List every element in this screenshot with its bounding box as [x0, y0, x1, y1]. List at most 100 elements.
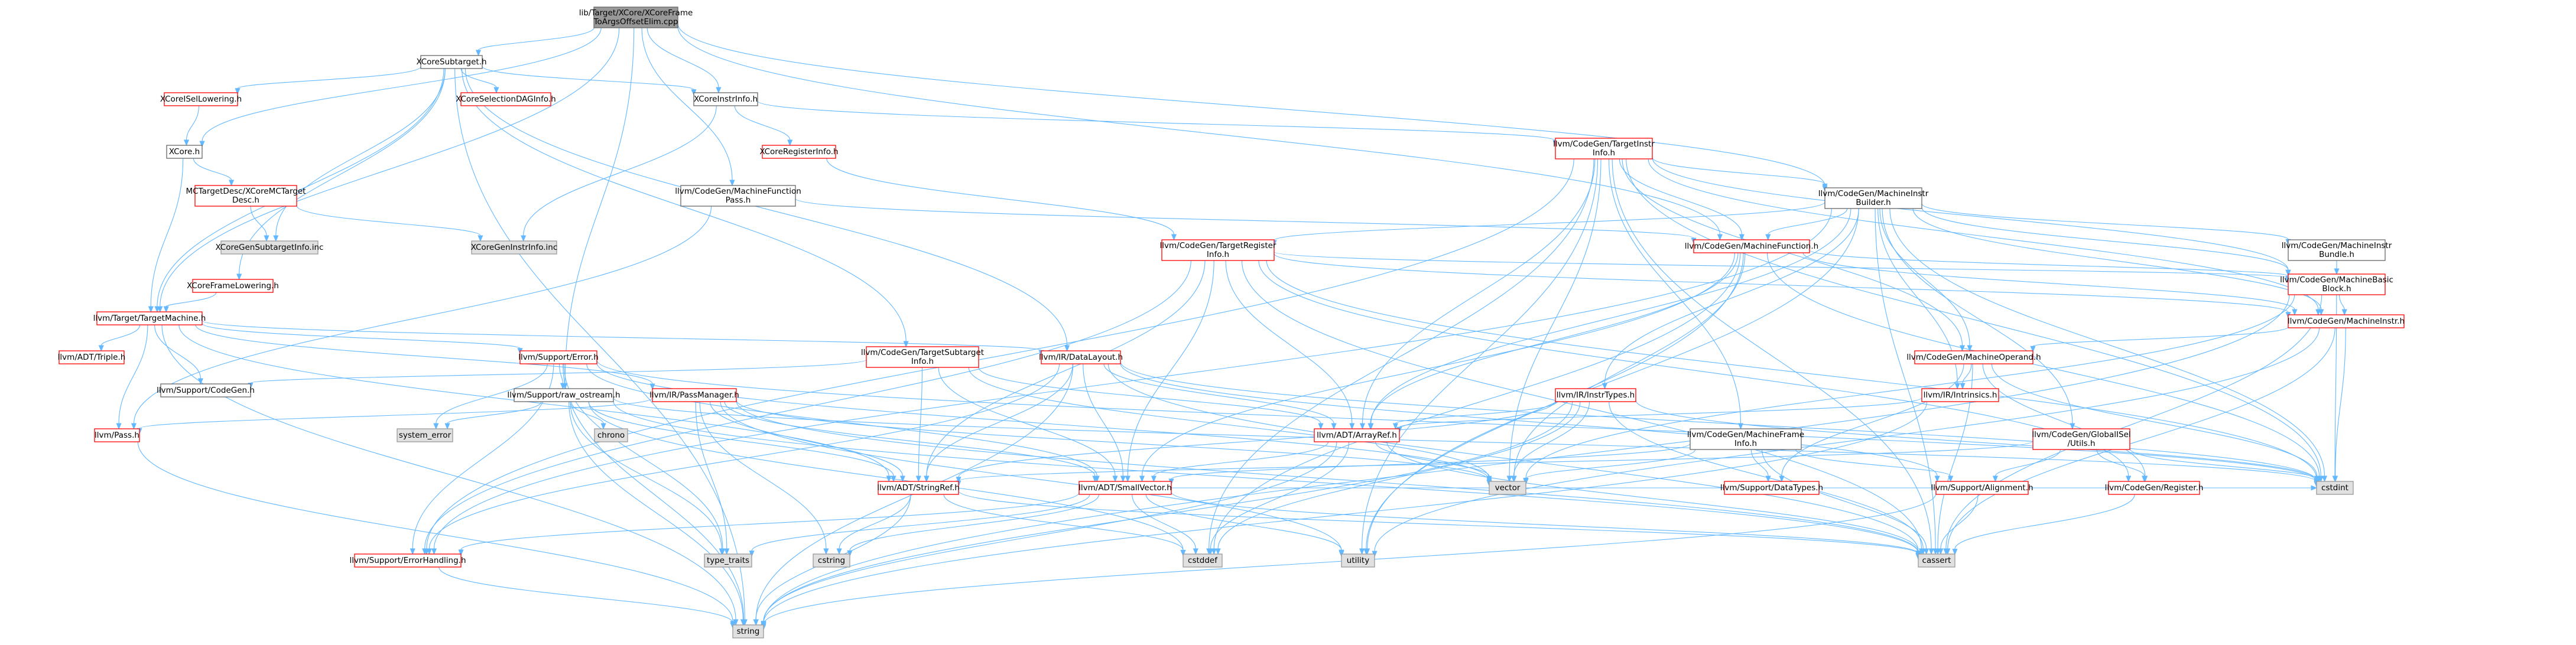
- node-xcoreframelowering[interactable]: XCoreFrameLowering.h: [187, 279, 279, 293]
- node-label: cassert: [1922, 556, 1951, 565]
- edge-machinebasicblock-to-vector: [1523, 294, 2295, 484]
- node-label: llvm/ADT/Triple.h: [58, 353, 126, 362]
- node-machineinstr[interactable]: llvm/CodeGen/MachineInstr.h: [2288, 314, 2405, 328]
- node-vector: vector: [1489, 481, 1526, 495]
- edge-targetinstrinfo-to-arrayref: [1359, 158, 1596, 430]
- edge-arrayref-to-string: [761, 441, 1337, 627]
- node-label: llvm/Support/Error.h: [518, 353, 599, 362]
- edge-targetsubtarget-to-stringref: [915, 367, 922, 483]
- node-label: XCoreSelectionDAGInfo.h: [456, 95, 556, 104]
- node-label: XCoreSubtarget.h: [416, 57, 486, 67]
- edge-machinefunction-to-cstddef: [1211, 252, 1741, 555]
- edge-targetsubtarget-to-smallvector: [938, 367, 1118, 483]
- node-supporterror[interactable]: llvm/Support/Error.h: [518, 350, 599, 364]
- edge-targetregisterinfo-to-stringref: [924, 260, 1206, 483]
- edge-machineframeinfo-to-cassert: [1761, 449, 1929, 555]
- node-utility: utility: [1341, 553, 1375, 568]
- node-instrinfoinc: XCoreGenInstrInfo.inc: [471, 240, 557, 255]
- node-pass[interactable]: llvm/Pass.h: [94, 428, 140, 442]
- edge-targetinstrinfo-to-utility: [1359, 158, 1599, 555]
- edge-targetinstrinfo-to-machinebasicblock: [1652, 157, 2291, 276]
- node-label: llvm/IR/PassManager.h: [649, 390, 739, 400]
- node-supportcodegen[interactable]: llvm/Support/CodeGen.h: [157, 383, 255, 398]
- node-systemerror: system_error: [397, 428, 453, 442]
- node-xcoreh[interactable]: XCore.h: [166, 145, 203, 159]
- node-stringref[interactable]: llvm/ADT/StringRef.h: [877, 481, 960, 495]
- node-xcoreisellowering[interactable]: XCoreISelLowering.h: [160, 92, 242, 106]
- node-label: Info.h: [911, 357, 934, 366]
- node-xcoreregisterinfo[interactable]: XCoreRegisterInfo.h: [759, 145, 839, 159]
- edge-globaliselutils-to-alignment: [1992, 449, 2061, 483]
- edge-targetregisterinfo-to-cstdint: [1266, 260, 2320, 485]
- node-adttriple[interactable]: llvm/ADT/Triple.h: [58, 350, 126, 364]
- node-label: llvm/IR/Intrinsics.h: [1924, 390, 1997, 400]
- node-label: llvm/IR/DataLayout.h: [1039, 353, 1123, 362]
- node-label: Info.h: [1207, 250, 1229, 259]
- edge-rawostream-to-string: [569, 401, 746, 626]
- node-xcoresubtarget[interactable]: XCoreSubtarget.h: [416, 55, 487, 69]
- node-codegenregister[interactable]: llvm/CodeGen/Register.h: [2105, 481, 2204, 495]
- node-label: llvm/ADT/StringRef.h: [877, 483, 960, 493]
- node-datatypes[interactable]: llvm/Support/DataTypes.h: [1720, 481, 1823, 495]
- node-label: Info.h: [1734, 439, 1757, 448]
- edge-machinebasicblock-to-machineinstr: [2338, 294, 2347, 316]
- node-globaliselutils[interactable]: llvm/CodeGen/GlobalISel/Utils.h: [2032, 428, 2131, 450]
- node-label: llvm/CodeGen/MachineInstr.h: [2288, 317, 2405, 326]
- node-label: XCoreGenSubtargetInfo.inc: [216, 243, 324, 252]
- edge-targetmachine-to-pass: [116, 324, 148, 430]
- node-label: llvm/CodeGen/TargetRegister: [1160, 241, 1276, 250]
- node-datalayout[interactable]: llvm/IR/DataLayout.h: [1039, 350, 1123, 364]
- edges-layer: [98, 23, 2347, 631]
- edge-datalayout-to-arrayref: [1103, 363, 1337, 430]
- node-xcoreinstrinfo[interactable]: XCoreInstrInfo.h: [693, 92, 758, 106]
- node-rawostream[interactable]: llvm/Support/raw_ostream.h: [507, 388, 621, 402]
- node-label: utility: [1347, 556, 1369, 565]
- edge-rawostream-to-systemerror: [444, 401, 542, 430]
- edge-xcoreisellowering-to-xcoreh: [183, 105, 200, 146]
- node-cstring: cstring: [813, 553, 850, 568]
- edge-machineinstr-to-machineoperand: [2030, 327, 2289, 353]
- edge-root-to-xcoreh: [199, 27, 602, 148]
- node-passmanager[interactable]: llvm/IR/PassManager.h: [649, 388, 739, 402]
- node-arrayref[interactable]: llvm/ADT/ArrayRef.h: [1314, 428, 1400, 442]
- node-xcoreselectiondag[interactable]: XCoreSelectionDAGInfo.h: [456, 92, 556, 106]
- node-alignment[interactable]: llvm/Support/Alignment.h: [1931, 481, 2033, 495]
- edge-stringref-to-cassert: [958, 490, 1921, 561]
- edge-machineinstrbuilder-to-cassert: [1875, 208, 1938, 555]
- edge-root-to-machineinstrbuilder: [677, 23, 1828, 192]
- node-intrinsics[interactable]: llvm/IR/Intrinsics.h: [1921, 388, 1999, 402]
- node-machinefunction[interactable]: llvm/CodeGen/MachineFunction.h: [1685, 239, 1818, 253]
- edge-alignment-to-cassert: [1938, 494, 1979, 555]
- node-cstddef: cstddef: [1183, 553, 1223, 568]
- edge-arrayref-to-smallvector: [1151, 441, 1329, 483]
- node-targetmachine[interactable]: llvm/Target/TargetMachine.h: [93, 311, 206, 325]
- edge-errorhandling-to-string: [438, 566, 736, 629]
- edge-smallvector-to-cstring: [847, 494, 1100, 557]
- node-smallvector[interactable]: llvm/ADT/SmallVector.h: [1079, 481, 1172, 495]
- node-label: llvm/Support/DataTypes.h: [1720, 483, 1823, 493]
- node-machineoperand[interactable]: llvm/CodeGen/MachineOperand.h: [1906, 350, 2041, 364]
- node-label: XCoreISelLowering.h: [160, 95, 242, 104]
- node-errorhandling[interactable]: llvm/Support/ErrorHandling.h: [349, 553, 466, 568]
- node-typetraits: type_traits: [704, 553, 752, 568]
- edge-arrayref-to-cassert: [1386, 441, 1921, 558]
- edge-arrayref-to-cstddef: [1207, 441, 1350, 555]
- node-instrtypes[interactable]: llvm/IR/InstrTypes.h: [1555, 388, 1636, 402]
- edge-machineinstrbuilder-to-machinefunction: [1765, 208, 1848, 241]
- edge-targetmachine-to-stringref: [178, 324, 892, 483]
- node-root[interactable]: lib/Target/XCore/XCoreFrameToArgsOffsetE…: [579, 6, 693, 28]
- edge-stringref-to-cstring: [836, 494, 911, 555]
- edge-mctargetdesc-to-instrinfoinc: [296, 205, 483, 242]
- edge-passmanager-to-utility: [720, 401, 1344, 558]
- edge-targetinstrinfo-to-cstddef: [1206, 158, 1594, 555]
- edge-targetmachine-to-adttriple: [98, 324, 141, 352]
